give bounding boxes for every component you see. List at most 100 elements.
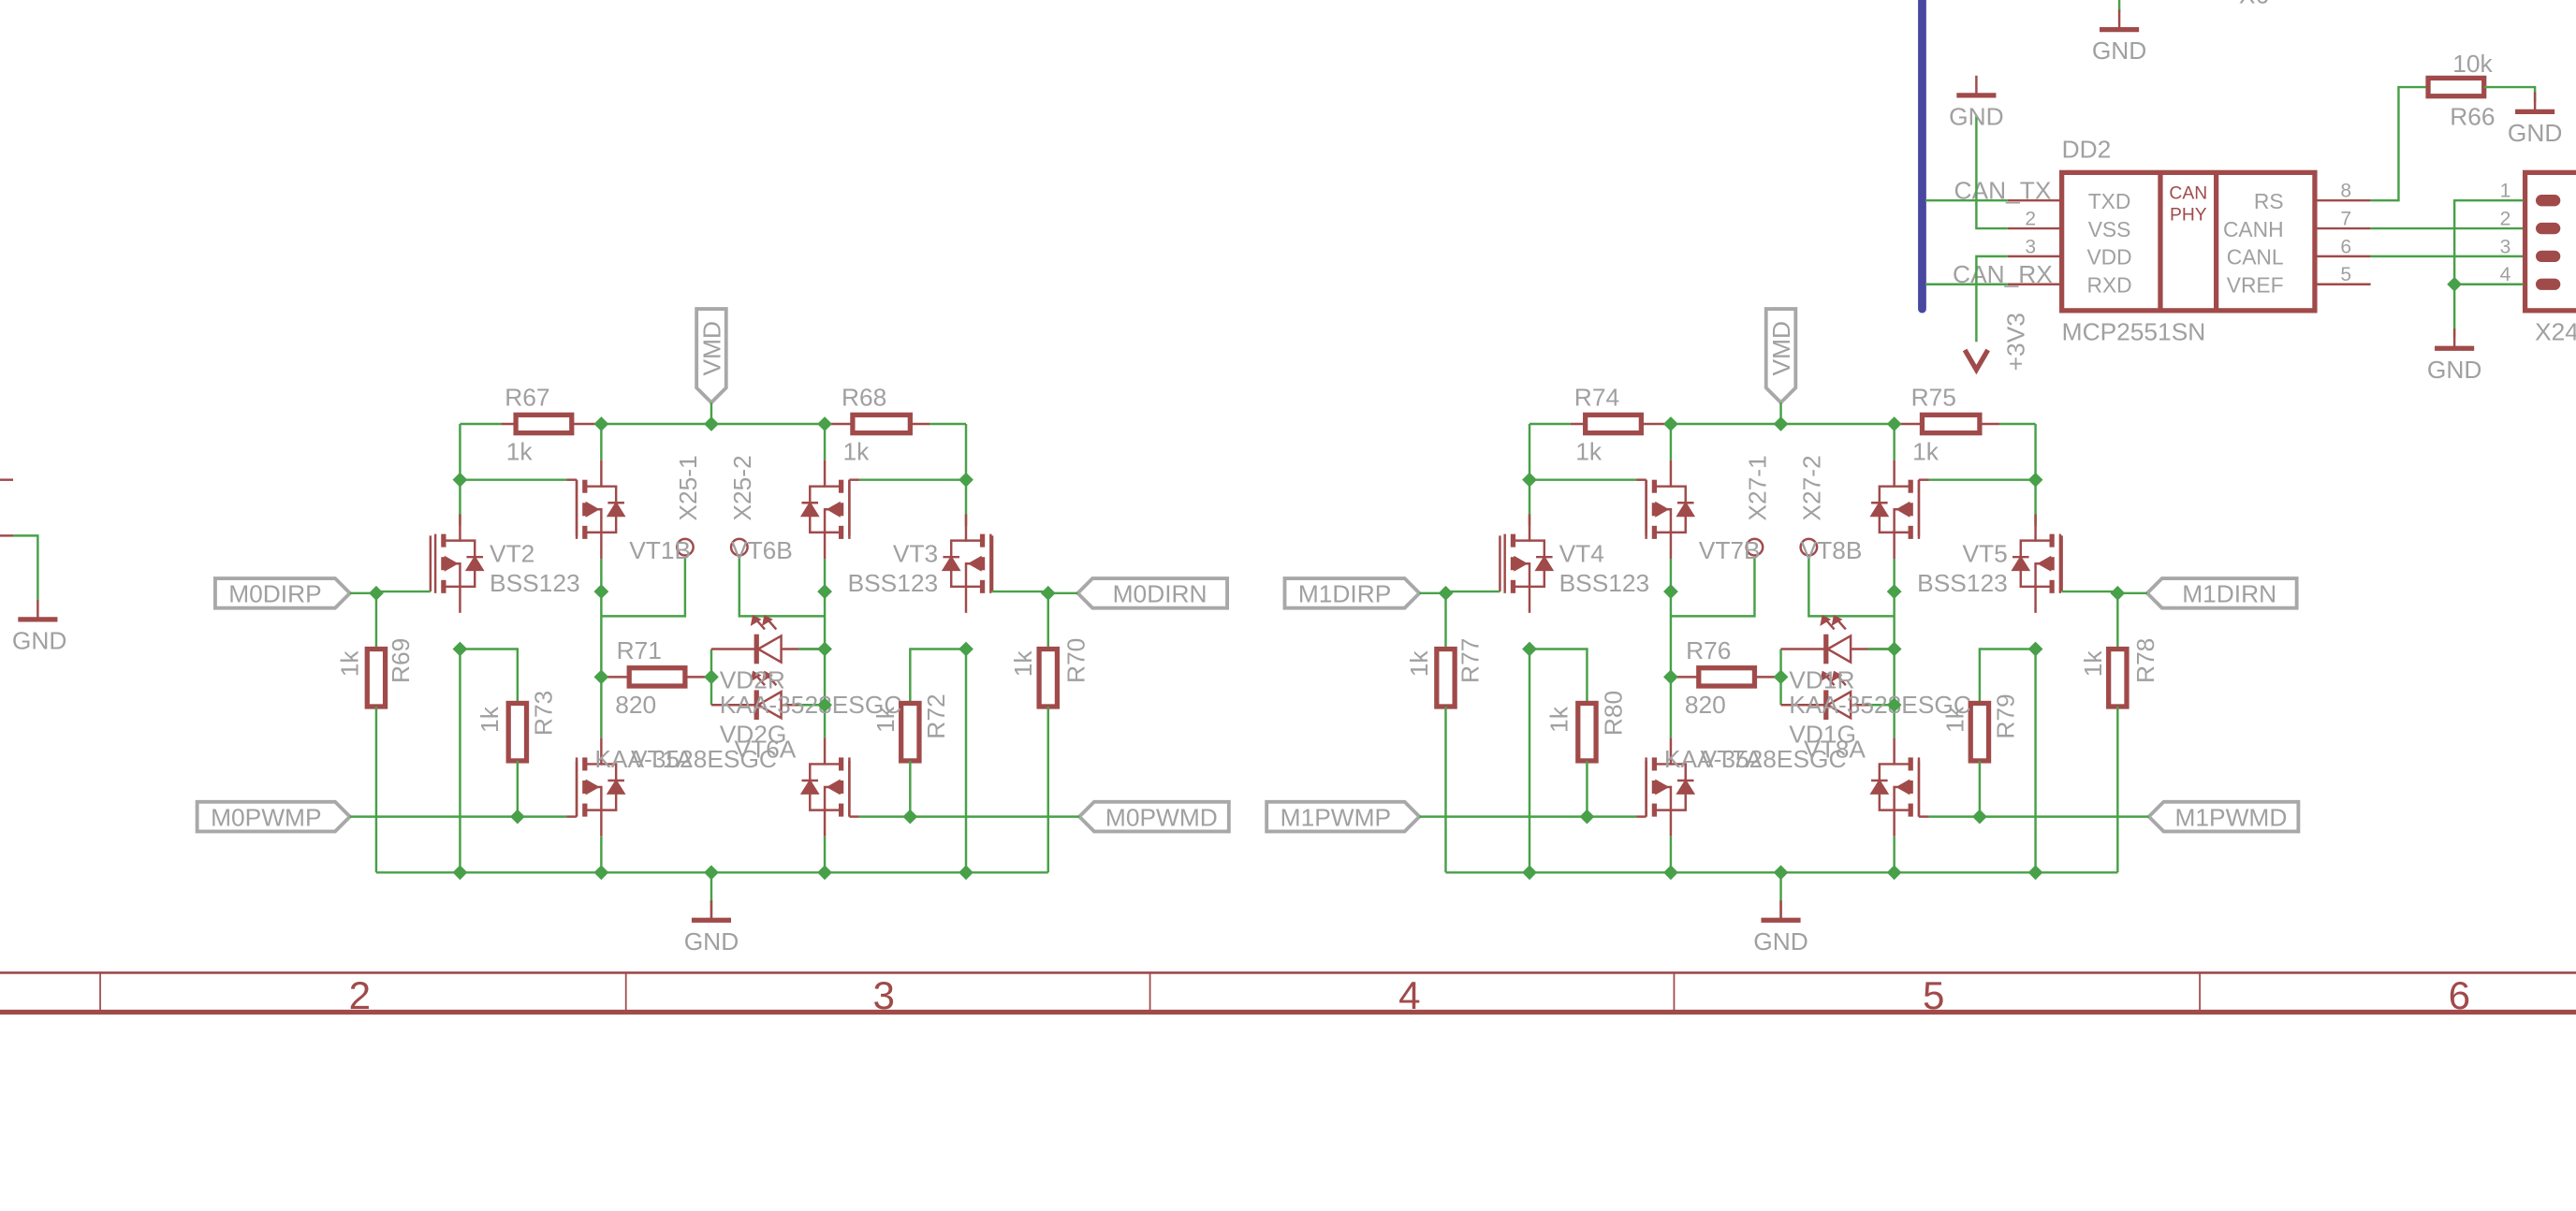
junction-dot [509, 809, 525, 824]
light-arrow-icon [761, 670, 773, 682]
diode-icon [1869, 779, 1890, 795]
drain-lead [1654, 460, 1673, 488]
arrow-icon [826, 501, 841, 518]
vt-left-name: VT2 [490, 539, 534, 567]
mosfet-lower-left [1645, 737, 1696, 837]
resistor-rs-value: 10k [2452, 50, 2493, 78]
net-label-pwmd: M0PWMD [1105, 803, 1218, 831]
resistor-gate-right-value: 1k [1009, 650, 1037, 678]
connector-pin-number: 1 [2500, 181, 2511, 202]
frame-column-number: 5 [1923, 973, 1944, 1017]
connector-pin-icon [2536, 195, 2561, 207]
ic-pin-number: 2 [2025, 209, 2036, 230]
junction-dot [1886, 641, 1902, 657]
resistor-top-left-value: 1k [506, 438, 534, 466]
frame-column-number: 3 [873, 973, 895, 1017]
diode-icon [1676, 779, 1696, 795]
vmd-supply-label: VMD [698, 321, 726, 376]
resistor-led-name: R71 [617, 636, 662, 664]
frame-column-number: 6 [2449, 973, 2470, 1017]
ic-pin-name: VDD [2086, 245, 2131, 270]
junction-dot [1438, 585, 1454, 601]
gnd-label-connector: GND [2427, 356, 2482, 384]
junction-dot [1773, 416, 1789, 431]
ic-pin-name: RS [2254, 189, 2284, 213]
net-label-dirn-flag [2144, 576, 2299, 610]
ic-pin-number: 8 [2340, 181, 2351, 202]
ic-refdes: DD2 [2062, 136, 2112, 164]
junction-dot [817, 865, 832, 881]
resistor-gate-left-value: 1k [1405, 650, 1433, 678]
mosfet-lower-right [1869, 737, 1921, 837]
junction-dot [2027, 472, 2043, 488]
junction-dot [1663, 416, 1678, 431]
ic-body [2059, 169, 2318, 314]
led-red [1780, 615, 1895, 664]
upper-right-transistor-name: VT8B [1801, 536, 1863, 564]
light-arrow-icon [1820, 670, 1832, 682]
resistor-top-right-name: R75 [1911, 384, 1956, 412]
junction-dot [593, 416, 609, 431]
light-arrow-icon [1820, 615, 1832, 626]
led-green-name: VD2G [720, 721, 787, 749]
wire-path [1978, 648, 2036, 704]
mosfet-upper-left [575, 460, 626, 559]
connector-pin-icon [2536, 222, 2561, 235]
lower-left-transistor-name: VT1A [631, 745, 693, 773]
resistor-top-right-name: R68 [842, 384, 886, 412]
supply-label: +3V3 [2001, 313, 2029, 371]
upper-left-transistor-name: VT7B [1699, 536, 1761, 564]
resistor-gate-right [1036, 646, 1061, 709]
net-label-pwmd-flag [2145, 799, 2301, 834]
net-label-dirp: M1DIRP [1298, 579, 1391, 607]
wire-path [1530, 648, 1588, 704]
connector-pad-1-icon [675, 537, 695, 557]
junction-dot [1522, 865, 1537, 881]
drain-lead [1654, 737, 1673, 766]
vss-wire [1975, 114, 2008, 230]
ic-pin-number: 5 [2340, 264, 2351, 285]
net-label-dirp-flag [212, 576, 353, 610]
resistor-pwm-left-name: R80 [1599, 691, 1627, 736]
resistor-pwm-right-name: R72 [922, 693, 950, 738]
arrow-icon [826, 779, 841, 795]
resistor-top-right [850, 412, 913, 436]
resistor-pwm-right-value: 1k [871, 706, 900, 733]
mosfet-upper-right [1869, 460, 1921, 559]
net-label-pwmd: M1PWMD [2174, 803, 2287, 831]
vmd-supply-label: VMD [1767, 321, 1795, 376]
resistor-gate-right-value: 1k [2079, 650, 2107, 678]
junction-dot [593, 584, 609, 599]
resistor-gate-left-name: R77 [1456, 638, 1485, 683]
junction-dot [1886, 865, 1902, 881]
arrow-icon [444, 555, 459, 572]
wire-path [909, 648, 966, 704]
mosfet-driver-right [941, 514, 992, 613]
ic-pin-name: CANH [2223, 217, 2284, 241]
resistor-top-left [1583, 412, 1644, 436]
junction-dot [1773, 669, 1789, 685]
net-label-pwmp: M1PWMP [1281, 803, 1391, 831]
junction-dot [1663, 584, 1678, 599]
junction-dot [704, 865, 719, 881]
arrow-icon [967, 555, 982, 572]
resistor-led [626, 665, 688, 689]
net-label-can-tx: CAN_TX [1954, 176, 2052, 204]
upper-left-transistor-name: VT1B [629, 536, 691, 564]
vt-right-name: VT5 [1962, 539, 2007, 567]
connector-1-name: X25-1 [674, 455, 702, 520]
net-label-dirp: M0DIRP [228, 579, 321, 607]
junction-dot [704, 669, 719, 685]
can-transceiver-block: GNDX6DD2MCP2551SNCANPHYTXDCAN_TXVSS2VDD3… [1918, 0, 2576, 384]
resistor-rs-name: R66 [2450, 102, 2495, 130]
resistor-top-right [1919, 412, 1983, 436]
lower-right-transistor-name: VT8A [1804, 735, 1866, 763]
resistor-gate-right-name: R70 [1061, 638, 1090, 683]
junction-dot [959, 641, 973, 657]
resistor-led [1696, 665, 1758, 689]
connector-2-name: X25-2 [728, 455, 756, 520]
junction-dot [902, 809, 918, 824]
